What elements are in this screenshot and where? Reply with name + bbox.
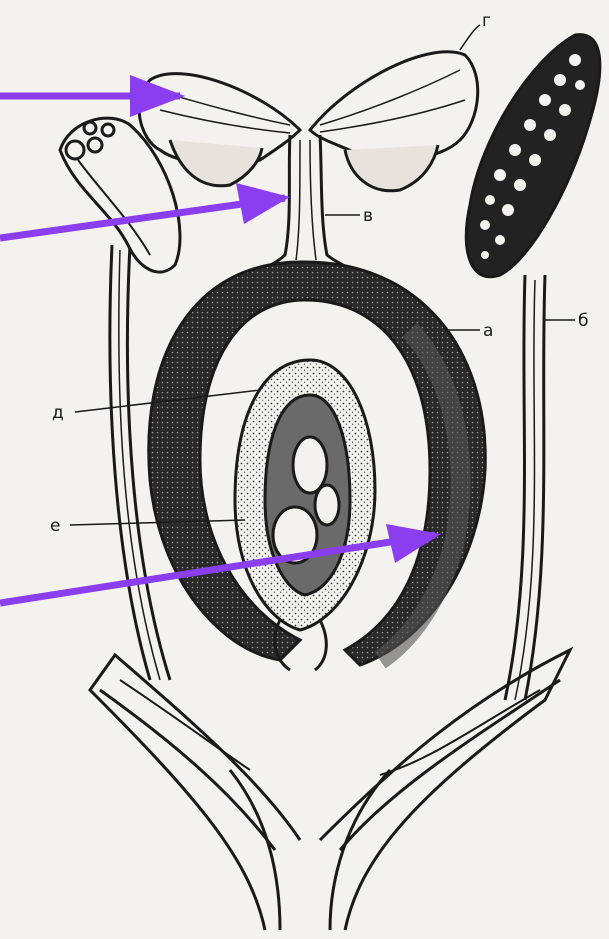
receptacle [90,650,570,930]
label-a: а [483,321,493,341]
arrow-head-icon [236,183,290,224]
label-d: д [52,403,64,423]
label-b: б [578,311,588,331]
label-e: е [50,516,60,536]
label-v: в [363,206,373,226]
label-g: г [482,11,491,31]
stigma [139,52,478,191]
right-stamen [466,35,600,700]
